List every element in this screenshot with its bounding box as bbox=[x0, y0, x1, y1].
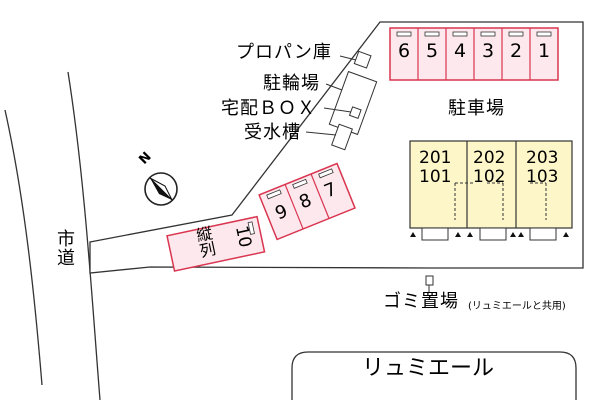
city-road-label: 市道 bbox=[54, 229, 75, 267]
north-compass bbox=[144, 172, 178, 206]
parking-space-10: 10 bbox=[230, 224, 256, 250]
garbage-storage-marker bbox=[425, 275, 434, 286]
city-road-left-edge bbox=[4, 109, 43, 386]
delivery-box-label: 宅配ＢＯＸ bbox=[221, 98, 316, 119]
bicycle-parking-label: 駐輪場 bbox=[263, 73, 320, 94]
unit-203: 203 bbox=[526, 148, 559, 168]
unit-101: 101 bbox=[419, 167, 452, 187]
delivery-box bbox=[348, 106, 362, 120]
apartment-building bbox=[409, 140, 573, 241]
parking-space-3: 3 bbox=[482, 40, 495, 62]
parking-space-4: 4 bbox=[454, 40, 467, 62]
garbage-storage-label: ゴミ置場 bbox=[383, 291, 459, 312]
parking-space-5: 5 bbox=[426, 40, 439, 62]
city-road-right-edge bbox=[67, 71, 101, 400]
unit-102: 102 bbox=[473, 167, 506, 187]
parking-row-angled bbox=[258, 162, 356, 241]
parking-space-1: 1 bbox=[538, 40, 551, 62]
parking-space-6: 6 bbox=[398, 40, 411, 62]
neighbor-building-name: リュミエール bbox=[362, 356, 495, 381]
unit-103: 103 bbox=[526, 167, 559, 187]
propane-storage bbox=[353, 50, 372, 69]
water-tank-label: 受水槽 bbox=[244, 122, 301, 143]
neighbor-building-outline bbox=[291, 351, 577, 400]
parking-tandem bbox=[166, 215, 266, 272]
parking-space-2: 2 bbox=[510, 40, 523, 62]
parking-row-top bbox=[389, 27, 559, 81]
unit-202: 202 bbox=[473, 148, 506, 168]
unit-201: 201 bbox=[419, 148, 452, 168]
garbage-shared-note: (リュミエールと共用) bbox=[468, 301, 566, 312]
propane-storage-label: プロパン庫 bbox=[236, 42, 332, 63]
parking-lot-label: 駐車場 bbox=[448, 98, 505, 119]
